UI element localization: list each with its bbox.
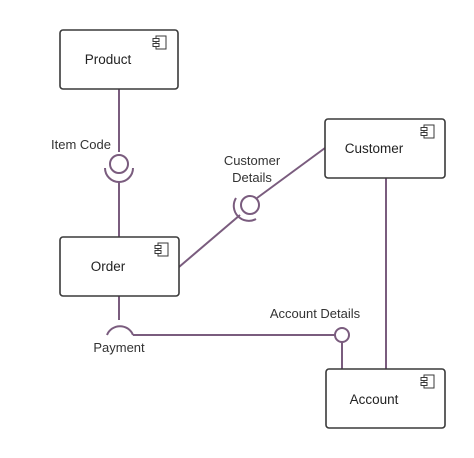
- component-icon: [152, 35, 167, 50]
- customer-details-label-line2: Details: [232, 170, 272, 185]
- item-code-ball: [109, 154, 129, 174]
- account-details-label: Account Details: [270, 306, 361, 321]
- item-code-label: Item Code: [51, 137, 111, 152]
- order-component[interactable]: Order: [59, 236, 180, 297]
- account-label: Account: [350, 392, 399, 407]
- customer-label: Customer: [345, 141, 404, 156]
- customer-details-label-line1: Customer: [224, 153, 281, 168]
- payment-socket: [106, 325, 134, 336]
- component-icon: [420, 374, 435, 389]
- payment-label: Payment: [93, 340, 145, 355]
- customer-details-ball: [240, 195, 260, 215]
- order-customer-details-connector: [178, 214, 241, 268]
- product-component[interactable]: Product: [59, 29, 179, 90]
- customer-details-connector: [256, 147, 326, 199]
- component-icon: [154, 242, 169, 257]
- component-icon: [420, 124, 435, 139]
- item-code-socket: [104, 167, 134, 183]
- customer-component[interactable]: Customer: [324, 118, 446, 179]
- account-details-ball: [334, 327, 350, 343]
- product-label: Product: [85, 52, 132, 67]
- order-label: Order: [91, 259, 126, 274]
- account-component[interactable]: Account: [325, 368, 446, 429]
